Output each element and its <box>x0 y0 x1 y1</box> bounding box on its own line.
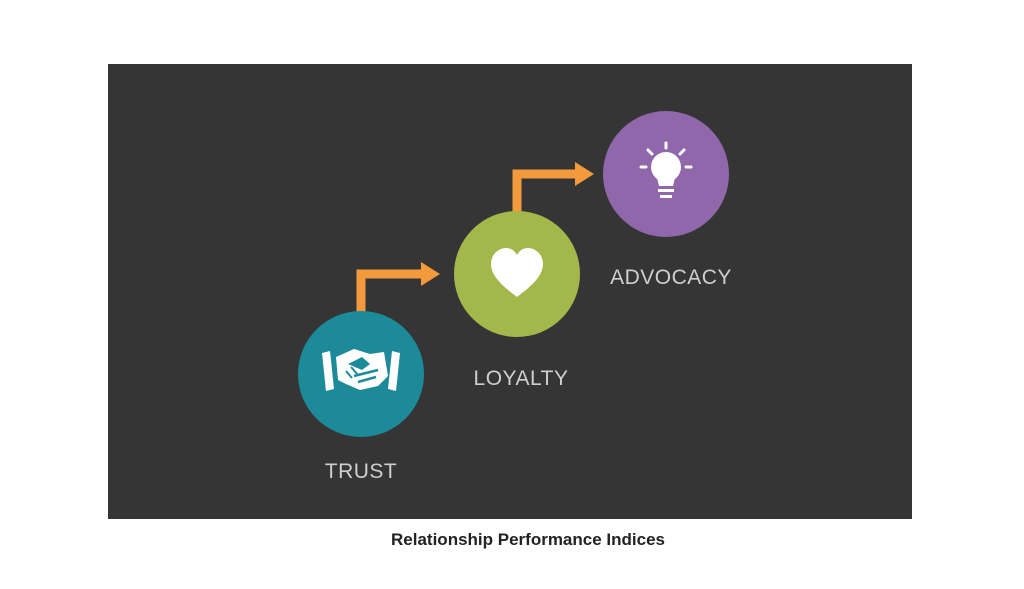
lightbulb-icon <box>639 141 693 198</box>
diagram-panel: TRUST LOYALTY ADVOCACY <box>108 64 912 519</box>
stage-label-trust: TRUST <box>324 460 398 483</box>
trust-node <box>298 311 424 437</box>
arrow-trust-to-loyalty <box>356 262 440 314</box>
diagram-canvas <box>298 111 729 437</box>
arrow-loyalty-to-advocacy <box>512 162 594 212</box>
stage-label-loyalty: LOYALTY <box>473 367 569 390</box>
stage-label-advocacy: ADVOCACY <box>610 266 732 289</box>
figure-caption: Relationship Performance Indices <box>391 530 665 549</box>
advocacy-node <box>603 111 729 237</box>
heart-icon <box>491 248 543 297</box>
loyalty-node <box>454 211 580 337</box>
handshake-icon <box>322 349 400 391</box>
